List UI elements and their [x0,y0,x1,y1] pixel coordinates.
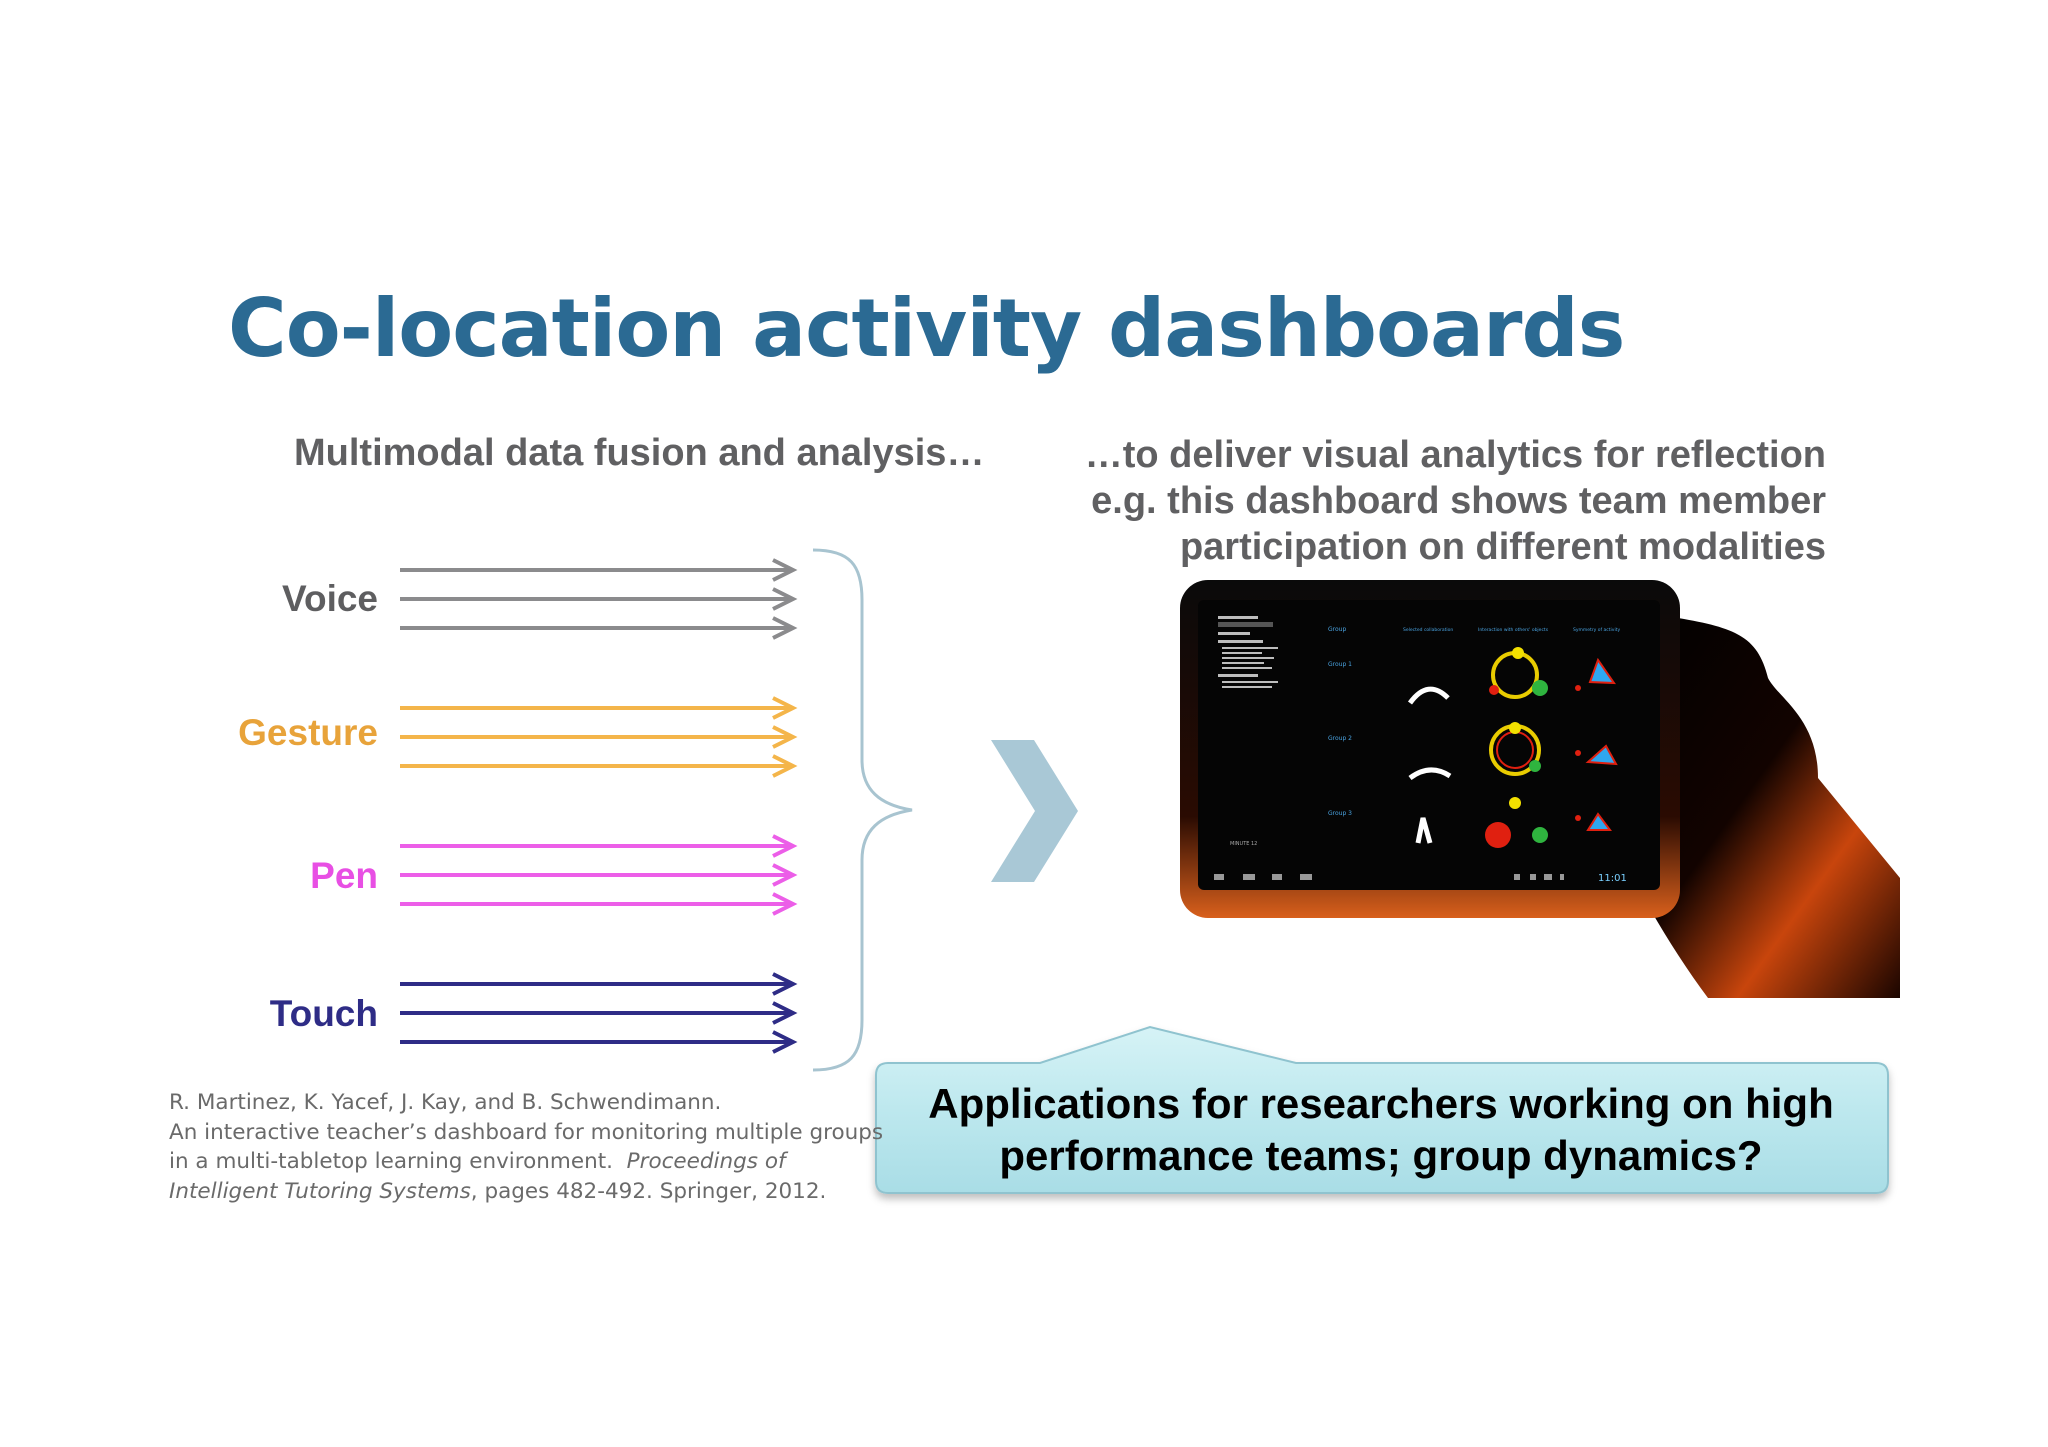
modality-label-pen: Pen [310,855,378,896]
tablet-row-2 [1408,722,1618,781]
arrowhead-pen-2 [772,863,798,887]
tablet-dashboard-photo: MINUTE 12 Group Selected collaboration I… [1178,578,1900,998]
arrowhead-pen-1 [772,834,798,858]
subtitle-right-line-2: e.g. this dashboard shows team member [1091,480,1826,522]
curly-brace [812,548,913,1072]
citation-line-4-italic: Intelligent Tutoring Systems [169,1178,471,1204]
arrowhead-gesture-3 [772,754,798,778]
arrowhead-voice-1 [772,558,798,582]
tablet-screen [1198,600,1660,890]
citation-line-3-italic: Proceedings of [626,1149,786,1174]
arrowhead-touch-3 [772,1030,798,1054]
tablet-row-1 [1407,647,1616,705]
subtitle-left: Multimodal data fusion and analysis… [294,432,985,474]
arrowhead-pen-3 [772,892,798,916]
tablet-clock: 11:01 [1598,873,1627,884]
citation-line-2: An interactive teacher’s dashboard for m… [169,1119,884,1145]
callout-line-1: Applications for researchers working on … [928,1080,1834,1127]
slide-title: Co-location activity dashboards [228,282,1625,375]
arrowhead-voice-3 [772,616,798,640]
arrow-groups [400,558,798,1054]
chevron-right-icon [991,740,1078,882]
citation-line-3: in a multi-tabletop learning environment… [169,1147,883,1177]
tablet-group-3: Group 3 [1328,810,1352,817]
callout-shape [875,1025,1889,1194]
citation-line-4: Intelligent Tutoring Systems, pages 482-… [169,1177,883,1207]
tablet-header-symmetry: Symmetry of activity [1573,627,1620,633]
subtitle-right: …to deliver visual analytics for reflect… [1085,432,1826,570]
modality-label-touch: Touch [269,993,378,1034]
tablet-group-2: Group 2 [1328,735,1352,742]
citation-line-4-plain: , pages 482-492. Springer, 2012. [470,1178,827,1204]
arrowhead-voice-2 [772,587,798,611]
citation-line-1: R. Martinez, K. Yacef, J. Kay, and B. Sc… [169,1090,722,1115]
arrowhead-touch-1 [772,972,798,996]
tablet-group-1: Group 1 [1328,661,1352,668]
citation: R. Martinez, K. Yacef, J. Kay, and B. Sc… [169,1088,883,1206]
tablet-nav-bar [1214,874,1564,880]
arrowhead-gesture-1 [772,696,798,720]
callout-text: Applications for researchers working on … [876,1078,1886,1182]
arrowhead-touch-2 [772,1001,798,1025]
tablet-header-group: Group [1328,626,1346,633]
tablet-sidebar [1218,616,1278,688]
tablet-minute: MINUTE 12 [1230,841,1257,847]
modality-label-voice: Voice [282,578,378,619]
modality-label-gesture: Gesture [238,712,378,753]
citation-line-3-plain: in a multi-tabletop learning environment… [169,1149,613,1174]
tablet-header-interaction: Interaction with others' objects [1478,627,1549,633]
subtitle-right-line-3: participation on different modalities [1179,526,1826,568]
tablet-row-3 [1415,797,1612,848]
callout-line-2: performance teams; group dynamics? [999,1132,1763,1179]
hand [1628,618,1900,998]
tablet-header-collab: Selected collaboration [1403,627,1453,633]
arrowhead-gesture-2 [772,725,798,749]
tablet-illustration: MINUTE 12 Group Selected collaboration I… [1180,580,1900,998]
subtitle-right-line-1: …to deliver visual analytics for reflect… [1084,434,1826,476]
